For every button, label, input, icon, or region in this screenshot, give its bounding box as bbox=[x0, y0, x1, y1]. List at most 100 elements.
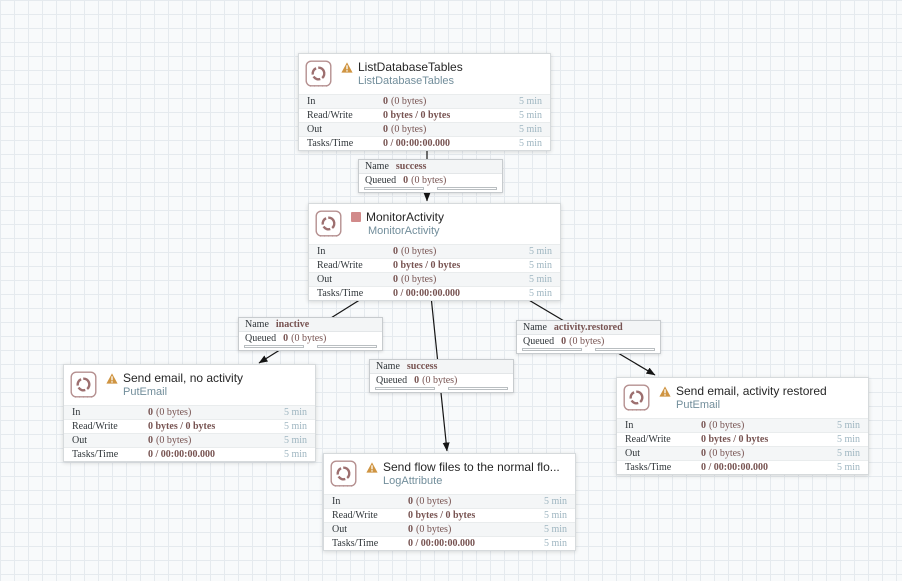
stat-time-window: 5 min bbox=[518, 124, 542, 135]
stat-label: Tasks/Time bbox=[307, 138, 354, 149]
stat-label: Out bbox=[317, 274, 332, 285]
queue-size-bar bbox=[437, 187, 497, 190]
stat-time-window: 5 min bbox=[528, 246, 552, 257]
stat-time-window: 5 min bbox=[836, 462, 860, 473]
processor-send-flow-files-normal-flow[interactable]: Send flow files to the normal flo... Log… bbox=[323, 453, 576, 551]
stat-value: 0 bytes / 0 bytes bbox=[408, 510, 476, 521]
stat-value: 0(0 bytes) bbox=[148, 407, 192, 418]
stat-row: In 0(0 bytes) 5 min bbox=[64, 405, 315, 419]
processor-send-email-activity-restored[interactable]: Send email, activity restored PutEmail I… bbox=[616, 377, 869, 475]
processor-header: Send email, activity restored PutEmail bbox=[617, 378, 868, 418]
stat-row: Read/Write 0 bytes / 0 bytes 5 min bbox=[309, 258, 560, 272]
connection-queued-row: Queued 0(0 bytes) bbox=[517, 335, 660, 348]
connection-name-row: Name activity.restored bbox=[517, 321, 660, 335]
stat-label: Out bbox=[72, 435, 87, 446]
stat-label: Read/Write bbox=[307, 110, 353, 121]
connection-queued-value: 0(0 bytes) bbox=[414, 375, 458, 386]
stat-row: Tasks/Time 0 / 00:00:00.000 5 min bbox=[299, 136, 550, 150]
stat-label: In bbox=[332, 496, 341, 507]
stat-time-window: 5 min bbox=[528, 288, 552, 299]
stat-time-window: 5 min bbox=[283, 449, 307, 460]
queue-size-bar bbox=[448, 387, 508, 390]
queue-count-bar bbox=[244, 345, 304, 348]
connection-label-activity-restored[interactable]: Name activity.restored Queued 0(0 bytes) bbox=[516, 320, 661, 354]
stat-row: Tasks/Time 0 / 00:00:00.000 5 min bbox=[617, 460, 868, 474]
processor-titles: Send email, no activity PutEmail bbox=[106, 371, 243, 398]
stat-label: Tasks/Time bbox=[332, 538, 379, 549]
connection-queued-value: 0(0 bytes) bbox=[283, 333, 327, 344]
stat-time-window: 5 min bbox=[528, 274, 552, 285]
connection-relationship-name: activity.restored bbox=[553, 322, 623, 333]
stat-value: 0 / 00:00:00.000 bbox=[393, 288, 460, 299]
connection-label-success-top[interactable]: Name success Queued 0(0 bytes) bbox=[358, 159, 503, 193]
stat-time-window: 5 min bbox=[528, 260, 552, 271]
connection-name-key: Name bbox=[376, 361, 400, 372]
stat-value: 0(0 bytes) bbox=[408, 496, 452, 507]
queue-count-bar bbox=[522, 348, 582, 351]
processor-titles: MonitorActivity MonitorActivity bbox=[351, 210, 444, 237]
connection-relationship-name: inactive bbox=[275, 319, 310, 330]
stat-row: In 0(0 bytes) 5 min bbox=[324, 494, 575, 508]
processor-titles: ListDatabaseTables ListDatabaseTables bbox=[341, 60, 463, 87]
processor-stamp-icon bbox=[315, 210, 342, 237]
stat-row: In 0(0 bytes) 5 min bbox=[309, 244, 560, 258]
queue-size-bar bbox=[317, 345, 377, 348]
connection-queue-indicators bbox=[517, 348, 660, 353]
stat-row: Read/Write 0 bytes / 0 bytes 5 min bbox=[64, 419, 315, 433]
stat-value: 0(0 bytes) bbox=[701, 448, 745, 459]
stat-label: In bbox=[317, 246, 326, 257]
stat-row: Read/Write 0 bytes / 0 bytes 5 min bbox=[324, 508, 575, 522]
stat-value: 0 bytes / 0 bytes bbox=[383, 110, 451, 121]
connection-name-row: Name success bbox=[370, 360, 513, 374]
connection-relationship-name: success bbox=[395, 161, 427, 172]
stat-row: In 0(0 bytes) 5 min bbox=[617, 418, 868, 432]
stat-value: 0 bytes / 0 bytes bbox=[701, 434, 769, 445]
processor-name: Send email, activity restored bbox=[676, 384, 827, 398]
stat-value: 0 / 00:00:00.000 bbox=[408, 538, 475, 549]
connection-label-inactive[interactable]: Name inactive Queued 0(0 bytes) bbox=[238, 317, 383, 351]
stat-value: 0(0 bytes) bbox=[701, 420, 745, 431]
stat-label: Read/Write bbox=[332, 510, 378, 521]
stat-label: In bbox=[625, 420, 634, 431]
stat-label: Out bbox=[625, 448, 640, 459]
stat-value: 0 bytes / 0 bytes bbox=[148, 421, 216, 432]
stat-time-window: 5 min bbox=[543, 496, 567, 507]
stat-label: Out bbox=[332, 524, 347, 535]
stat-row: Out 0(0 bytes) 5 min bbox=[299, 122, 550, 136]
connection-queued-key: Queued bbox=[523, 336, 555, 347]
stat-label: In bbox=[307, 96, 316, 107]
warning-icon bbox=[366, 461, 378, 473]
processor-list-database-tables[interactable]: ListDatabaseTables ListDatabaseTables In… bbox=[298, 53, 551, 151]
processor-stats-table: In 0(0 bytes) 5 min Read/Write 0 bytes /… bbox=[617, 418, 868, 474]
processor-send-email-no-activity[interactable]: Send email, no activity PutEmail In 0(0 … bbox=[63, 364, 316, 462]
stat-value: 0 bytes / 0 bytes bbox=[393, 260, 461, 271]
stat-label: Read/Write bbox=[72, 421, 118, 432]
stat-value: 0(0 bytes) bbox=[383, 124, 427, 135]
stat-time-window: 5 min bbox=[518, 110, 542, 121]
connection-queued-value: 0(0 bytes) bbox=[403, 175, 447, 186]
warning-icon bbox=[659, 385, 671, 397]
stat-row: Out 0(0 bytes) 5 min bbox=[617, 446, 868, 460]
processor-stamp-icon bbox=[623, 384, 650, 411]
processor-name: Send email, no activity bbox=[123, 371, 244, 385]
processor-stats-table: In 0(0 bytes) 5 min Read/Write 0 bytes /… bbox=[64, 405, 315, 461]
stat-label: Tasks/Time bbox=[317, 288, 364, 299]
processor-stats-table: In 0(0 bytes) 5 min Read/Write 0 bytes /… bbox=[324, 494, 575, 550]
connection-name-row: Name inactive bbox=[239, 318, 382, 332]
stat-row: Out 0(0 bytes) 5 min bbox=[309, 272, 560, 286]
stat-time-window: 5 min bbox=[836, 448, 860, 459]
stat-label: In bbox=[72, 407, 81, 418]
stat-row: Tasks/Time 0 / 00:00:00.000 5 min bbox=[324, 536, 575, 550]
stat-row: Tasks/Time 0 / 00:00:00.000 5 min bbox=[309, 286, 560, 300]
processor-type: ListDatabaseTables bbox=[358, 75, 455, 87]
connection-queue-indicators bbox=[239, 345, 382, 350]
queue-count-bar bbox=[364, 187, 424, 190]
connection-label-success-bottom[interactable]: Name success Queued 0(0 bytes) bbox=[369, 359, 514, 393]
queue-count-bar bbox=[375, 387, 435, 390]
stat-time-window: 5 min bbox=[543, 510, 567, 521]
stat-label: Tasks/Time bbox=[625, 462, 672, 473]
stat-label: Read/Write bbox=[317, 260, 363, 271]
connection-queued-value: 0(0 bytes) bbox=[561, 336, 605, 347]
processor-monitor-activity[interactable]: MonitorActivity MonitorActivity In 0(0 b… bbox=[308, 203, 561, 301]
